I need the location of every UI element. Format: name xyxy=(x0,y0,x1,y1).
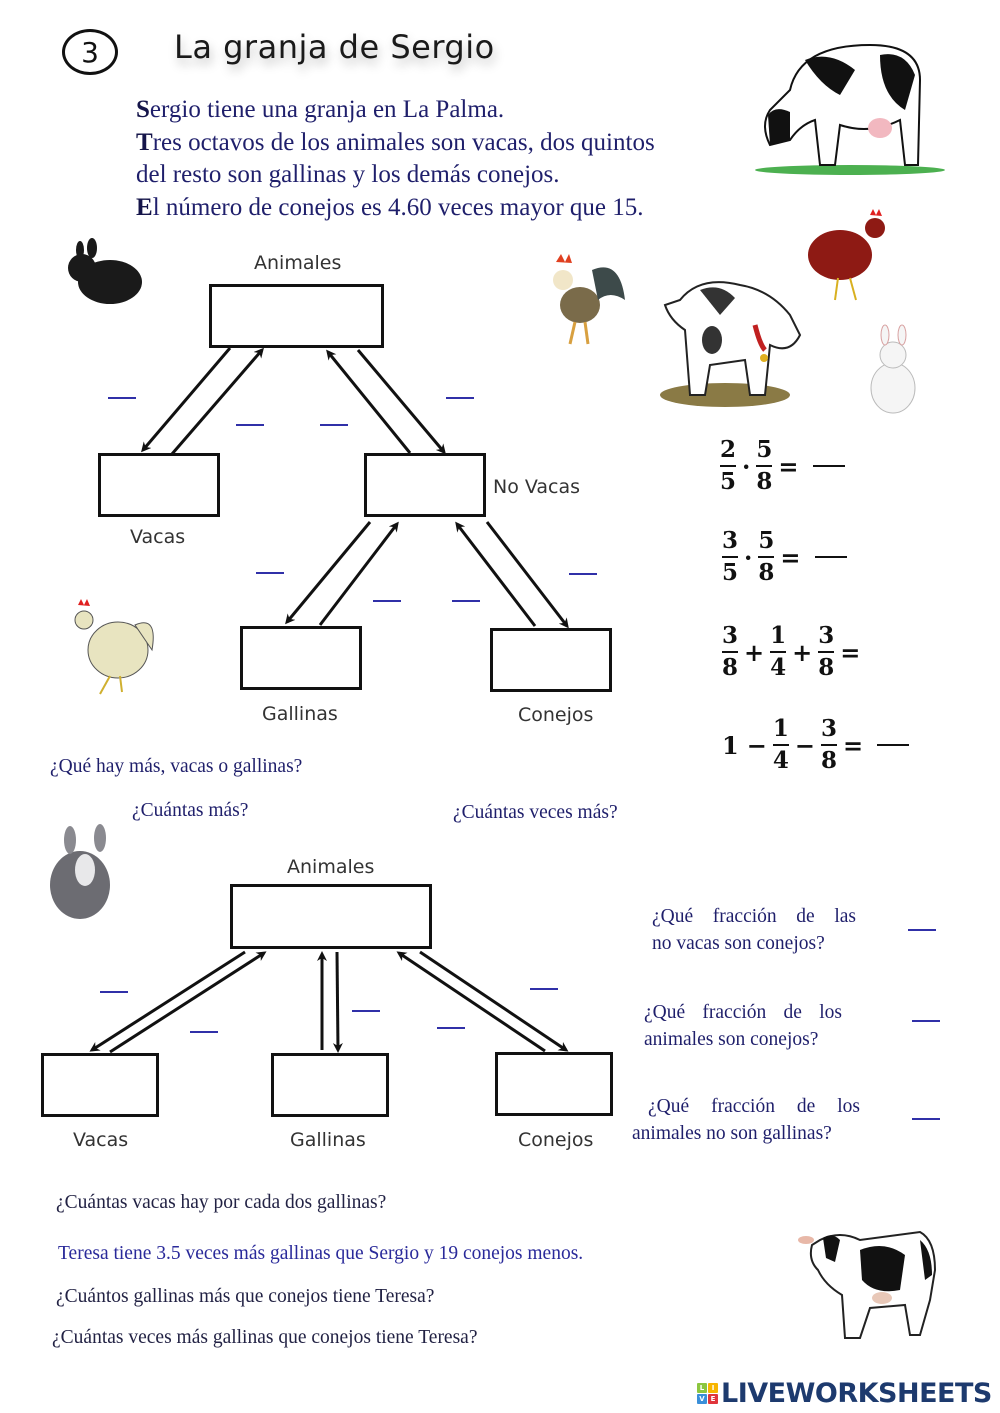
fraction-blank[interactable] xyxy=(569,573,597,575)
fraction-blank[interactable] xyxy=(530,988,558,990)
fraction-blank[interactable] xyxy=(452,600,480,602)
operator: − xyxy=(794,730,815,760)
fraction-blank[interactable] xyxy=(190,1031,218,1033)
fraction-answer-blank[interactable] xyxy=(912,1020,940,1022)
label-animales-2: Animales xyxy=(287,856,375,878)
label-vacas-2: Vacas xyxy=(73,1129,129,1151)
equals-sign: = xyxy=(780,542,801,572)
cow-grazing-icon xyxy=(755,43,945,175)
label-no-vacas: No Vacas xyxy=(493,476,581,498)
red-hen-icon xyxy=(808,209,885,301)
intro-line: Sergio tiene una granja en La Palma. xyxy=(136,96,505,123)
teresa-statement: Teresa tiene 3.5 veces más gallinas que … xyxy=(58,1243,584,1264)
label-conejos: Conejos xyxy=(518,704,594,726)
equals-sign: = xyxy=(778,451,799,481)
fraction-blank[interactable] xyxy=(256,572,284,574)
label-conejos-2: Conejos xyxy=(518,1129,594,1151)
fraction-answer-blank[interactable] xyxy=(912,1118,940,1120)
equals-sign: = xyxy=(842,730,864,760)
intro-line: El número de conejos es 4.60 veces mayor… xyxy=(136,193,644,221)
diagram1-arrows xyxy=(141,347,569,629)
question-more-cows-or-hens: ¿Qué hay más, vacas o gallinas? xyxy=(50,756,303,777)
answer-blank[interactable] xyxy=(877,744,910,746)
fraction-blank[interactable] xyxy=(108,397,136,399)
operator: + xyxy=(744,637,765,667)
label-animales: Animales xyxy=(254,252,342,274)
cow-bell-icon xyxy=(660,281,802,407)
answer-box-gallinas[interactable] xyxy=(240,626,362,690)
exercise-number: 3 xyxy=(62,29,118,75)
answer-blank[interactable] xyxy=(814,556,847,558)
answer-box-vacas[interactable] xyxy=(98,453,220,517)
intro-line: del resto son gallinas y los demás conej… xyxy=(136,161,560,188)
answer-box-animales-2[interactable] xyxy=(230,884,432,949)
question-cows-per-two-hens: ¿Cuántas vacas hay por cada dos gallinas… xyxy=(56,1192,387,1213)
fraction-blank[interactable] xyxy=(437,1027,465,1029)
fraction-question-2: ¿Qué fracción de los animales son conejo… xyxy=(644,1002,842,1050)
answer-box-conejos-2[interactable] xyxy=(495,1052,613,1116)
label-vacas: Vacas xyxy=(130,526,186,548)
intro-line: Tres octavos de los animales son vacas, … xyxy=(136,128,655,156)
whole-number: 1 xyxy=(722,730,739,760)
diagram2-arrows xyxy=(89,950,569,1054)
question-teresa-ratio: ¿Cuántas veces más gallinas que conejos … xyxy=(52,1327,478,1348)
question-how-many-times: ¿Cuántas veces más? xyxy=(453,802,618,823)
operator: · xyxy=(742,451,751,481)
question-how-many-more: ¿Cuántas más? xyxy=(132,800,249,821)
label-gallinas-2: Gallinas xyxy=(290,1129,366,1151)
fraction-blank[interactable] xyxy=(446,397,474,399)
fraction-question-3: ¿Qué fracción de los animales no son gal… xyxy=(632,1096,860,1144)
answer-box-vacas-2[interactable] xyxy=(41,1053,159,1117)
equals-sign: = xyxy=(840,637,861,667)
page-title: La granja de Sergio xyxy=(174,28,495,66)
answer-box-no-vacas[interactable] xyxy=(364,453,486,517)
answer-box-conejos[interactable] xyxy=(490,628,612,692)
white-rabbit-icon xyxy=(870,324,916,414)
cow-standing-icon xyxy=(798,1230,937,1339)
fraction-answer-blank[interactable] xyxy=(908,929,936,931)
logo-text: LIVEWORKSHEETS xyxy=(721,1378,992,1409)
operator: − xyxy=(746,730,767,760)
fraction-blank[interactable] xyxy=(236,424,264,426)
logo-grid-icon: L I V E xyxy=(697,1383,718,1404)
label-gallinas: Gallinas xyxy=(262,703,338,725)
intro-text: Sergio tiene una granja en La Palma. Tre… xyxy=(136,94,736,224)
operator: · xyxy=(744,542,753,572)
liveworksheets-logo: L I V E LIVEWORKSHEETS xyxy=(697,1378,992,1409)
fraction-blank[interactable] xyxy=(352,1010,380,1012)
rooster-icon xyxy=(553,254,625,345)
fraction-blank[interactable] xyxy=(100,991,128,993)
fraction-blank[interactable] xyxy=(373,600,401,602)
question-teresa-difference: ¿Cuántos gallinas más que conejos tiene … xyxy=(56,1286,435,1307)
answer-box-animales[interactable] xyxy=(209,284,384,348)
operator: + xyxy=(792,637,813,667)
answer-box-gallinas-2[interactable] xyxy=(271,1053,389,1117)
fraction-question-1: ¿Qué fracción de las no vacas son conejo… xyxy=(652,906,856,954)
fraction-blank[interactable] xyxy=(320,424,348,426)
gray-rabbit-icon xyxy=(50,824,110,919)
black-rabbit-icon xyxy=(68,238,142,304)
answer-blank[interactable] xyxy=(812,465,845,467)
cream-hen-icon xyxy=(74,599,154,695)
